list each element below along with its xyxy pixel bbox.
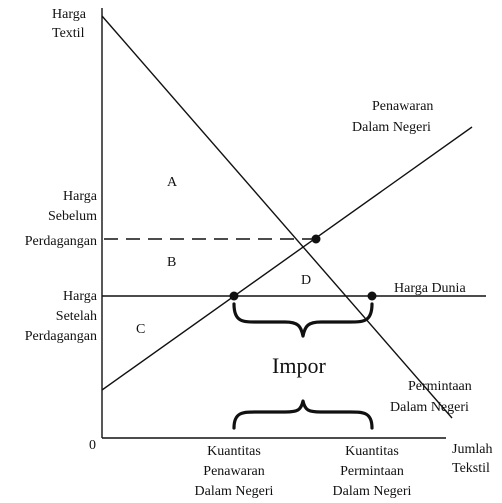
y-axis-label-line1: Harga: [52, 7, 87, 22]
domestic-supply-quantity-line2: Penawaran: [203, 464, 264, 479]
area-b-label: B: [167, 255, 176, 270]
supply-curve: [101, 126, 473, 391]
domestic-supply-quantity-line3: Dalam Negeri: [195, 484, 274, 499]
origin-label: 0: [89, 438, 96, 453]
imports-brace-lower: [232, 399, 374, 430]
imports-label: Impor: [272, 353, 326, 378]
demand-label-line1: Permintaan: [408, 379, 472, 394]
domestic-demand-quantity-line1: Kuantitas: [345, 444, 399, 459]
pre-trade-price-label-line3: Perdagangan: [25, 234, 97, 249]
supply-label-line2: Dalam Negeri: [352, 120, 431, 135]
domestic-demand-quantity-line3: Dalam Negeri: [333, 484, 412, 499]
area-a-label: A: [167, 175, 178, 190]
supply-world-price-point: [229, 291, 239, 301]
y-axis-label-line2: Textil: [52, 26, 85, 41]
domestic-supply-quantity-line1: Kuantitas: [207, 444, 261, 459]
imports-brace-upper: [232, 302, 374, 338]
domestic-demand-quantity-line2: Permintaan: [340, 464, 404, 479]
world-price-label: Harga Dunia: [394, 281, 466, 296]
demand-world-price-point: [367, 291, 377, 301]
demand-curve: [101, 15, 453, 419]
pre-trade-price-label-line1: Harga: [63, 189, 98, 204]
x-axis-label-line2: Tekstil: [452, 461, 490, 476]
post-trade-price-label-line2: Setelah: [56, 309, 97, 324]
post-trade-price-label-line1: Harga: [63, 289, 98, 304]
supply-label-line1: Penawaran: [372, 99, 433, 114]
equilibrium-point: [311, 234, 321, 244]
area-c-label: C: [136, 322, 145, 337]
area-d-label: D: [301, 273, 311, 288]
pre-trade-price-label-line2: Sebelum: [48, 209, 97, 224]
demand-label-line2: Dalam Negeri: [390, 400, 469, 415]
x-axis-label-line1: Jumlah: [452, 442, 492, 457]
post-trade-price-label-line3: Perdagangan: [25, 329, 97, 344]
